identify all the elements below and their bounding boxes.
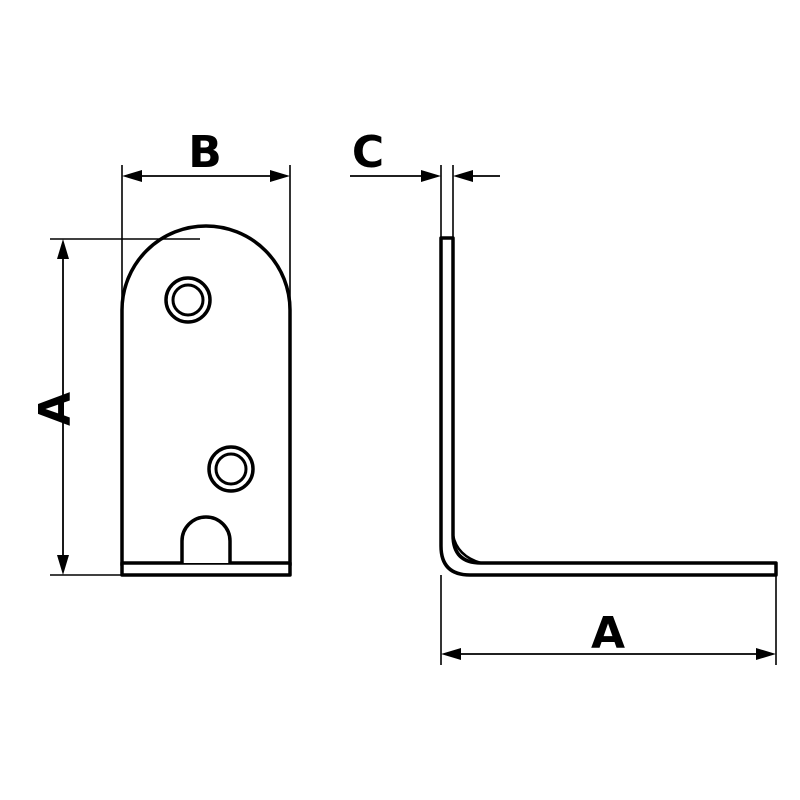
front-plate-outline — [120, 224, 292, 567]
upper-hole — [164, 276, 212, 324]
bend-highlight — [451, 534, 482, 565]
dimension-a-vertical — [50, 238, 200, 576]
front-view — [120, 224, 292, 577]
side-view — [439, 236, 778, 577]
label-c: C — [352, 127, 384, 178]
lower-hole — [207, 445, 255, 493]
dimension-a-horizontal — [440, 575, 777, 665]
label-b: B — [188, 127, 222, 178]
front-bend-strip — [120, 561, 292, 577]
dimension-b — [121, 165, 291, 300]
label-a-horizontal: A — [591, 608, 625, 659]
label-a-vertical: A — [30, 392, 81, 426]
bottom-slot — [180, 515, 232, 563]
dimension-c — [350, 165, 500, 238]
side-profile-outline — [439, 236, 778, 577]
